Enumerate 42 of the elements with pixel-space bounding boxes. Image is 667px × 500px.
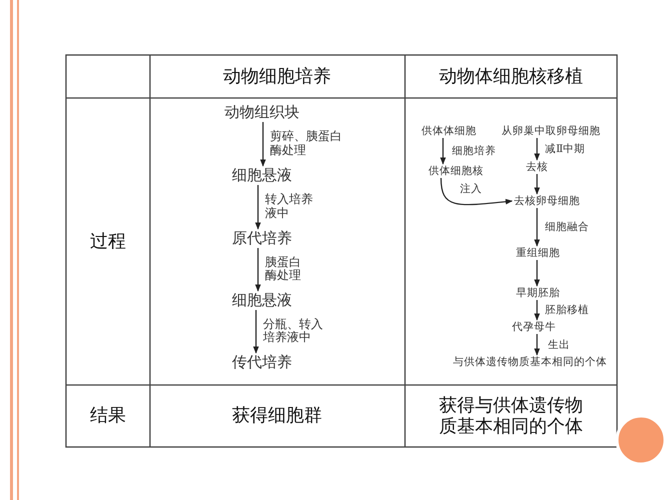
step-text: 动物组织块 — [224, 104, 300, 121]
step-text: 细胞悬液 — [232, 292, 292, 309]
result-text: 获得细胞群 — [232, 406, 322, 426]
edge-label: 细胞培养 — [452, 145, 496, 158]
arrow — [255, 248, 261, 292]
edge-label: 注入 — [460, 183, 482, 196]
edge-label: 胚胎移植 — [545, 304, 589, 316]
result-text: 获得与供体遗传物质基本相同的个体 — [438, 394, 584, 438]
arrow — [534, 138, 540, 161]
arrow — [534, 208, 540, 247]
arrow — [534, 260, 540, 287]
row-header: 过程 — [90, 232, 126, 252]
edge-label: 减Ⅱ中期 — [545, 143, 586, 156]
arrow — [534, 174, 540, 195]
arrow — [534, 334, 540, 356]
step-text: 传代培养 — [232, 354, 292, 371]
edge-label: 转入培养液中 — [265, 193, 314, 221]
step-text: 原代培养 — [232, 230, 292, 247]
step-text: 供体体细胞 — [422, 125, 476, 138]
row-header: 结果 — [90, 406, 126, 426]
edge-label: 生出 — [548, 338, 570, 351]
step-text: 供体细胞核 — [428, 165, 484, 178]
edge-label: 剪碎、胰蛋白酶处理 — [270, 130, 343, 158]
arrow — [534, 300, 540, 321]
arrow — [440, 138, 446, 165]
arrow — [440, 178, 513, 206]
arrow — [255, 185, 261, 230]
step-text: 从卵巢中取卵母细胞 — [502, 125, 600, 138]
step-text: 去核卵母细胞 — [514, 195, 580, 208]
step-text: 早期胚胎 — [516, 287, 560, 300]
edge-label: 细胞融合 — [545, 221, 589, 234]
arrow — [253, 310, 259, 354]
step-text: 代孕母牛 — [512, 321, 556, 334]
arrow — [260, 122, 266, 167]
step-text: 去核 — [526, 161, 548, 174]
column-header: 动物细胞培养 — [223, 66, 331, 88]
edge-label: 分瓶、转入培养液中 — [263, 318, 324, 346]
step-text: 与供体遗传物质基本相同的个体 — [453, 356, 607, 368]
edge-label: 胰蛋白酶处理 — [265, 256, 302, 284]
step-text: 重组细胞 — [516, 247, 560, 260]
column-header: 动物体细胞核移植 — [439, 66, 583, 88]
step-text: 细胞悬液 — [232, 166, 292, 184]
